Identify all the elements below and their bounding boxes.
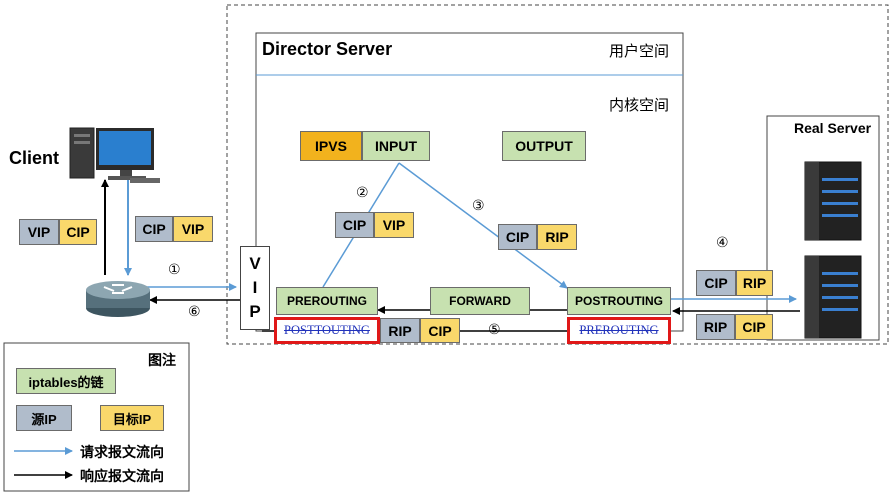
packet-from-real-src: RIP [696,314,735,340]
client-label: Client [9,148,60,168]
legend-request-label: 请求报文流向 [80,444,164,460]
packet-client-request-dst: VIP [173,216,213,242]
legend-frame [3,342,190,492]
packet-to-real-src: CIP [696,270,736,296]
legend-response-label: 响应报文流向 [80,468,164,484]
legend-title: 图注 [148,352,176,368]
vip-letter-i: I [252,278,258,297]
real-server-label: Real Server [794,120,872,136]
user-space-label: 用户空间 [609,43,670,60]
postrouting-chain: POSTROUTING [567,287,671,315]
director-title: Director Server [262,39,393,59]
step-5: ⑤ [488,322,501,338]
prerouting-chain: PREROUTING [276,287,378,315]
ipvs-box: IPVS [300,131,362,161]
packet-to-postrouting-dst: RIP [537,224,577,250]
packet-from-real-dst: CIP [735,314,773,340]
packet-client-request-src: CIP [135,216,173,242]
vip-box: V I P [240,246,270,330]
step-1: ① [168,262,181,278]
server-icon-bottom [804,255,862,339]
output-chain: OUTPUT [502,131,586,161]
packet-to-postrouting-src: CIP [498,224,537,250]
packet-back-director-dst: CIP [420,318,460,343]
forward-chain: FORWARD [430,287,530,315]
step-4: ④ [716,235,729,251]
director-dashed-boundary [226,4,889,345]
packet-to-input-src: CIP [335,212,374,238]
arrow-input-to-postrouting [398,162,568,289]
packet-to-real-dst: RIP [736,270,773,296]
real-server-frame [766,115,880,341]
packet-to-input-dst: VIP [374,212,414,238]
legend-chain-swatch: iptables的链 [16,368,116,394]
computer-icon [69,127,160,183]
server-icon-top [804,161,862,241]
input-chain: INPUT [362,131,430,161]
step-2: ② [356,185,369,201]
kernel-space-label: 内核空间 [609,97,670,114]
prerouting-highlight: PREROUTING [567,317,671,344]
router-icon [86,281,150,317]
legend-src-swatch: 源IP [16,405,72,431]
legend-dst-swatch: 目标IP [100,405,164,431]
step-3: ③ [472,198,485,214]
packet-client-response-src: VIP [19,219,59,245]
vip-letter-v: V [249,254,261,273]
vip-letter-p: P [249,302,261,321]
packet-back-director-src: RIP [380,318,420,343]
posttouting-highlight: POSTTOUTING [274,317,380,344]
step-6: ⑥ [188,304,201,320]
packet-client-response-dst: CIP [59,219,97,245]
